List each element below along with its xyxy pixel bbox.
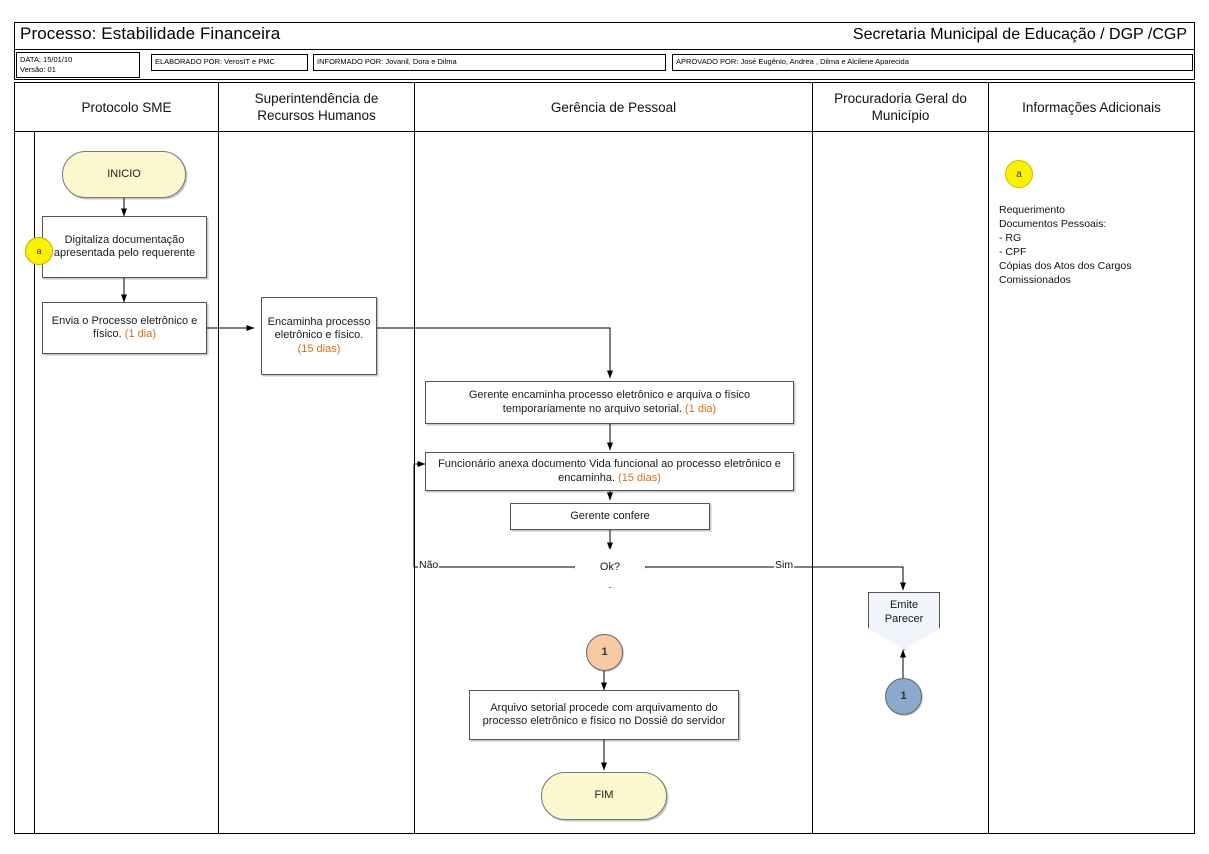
node-encaminha-processo-text: Encaminha processo eletrônico e físico. … [267, 315, 371, 355]
node-funcionario-anexa-text: Funcionário anexa documento Vida funcion… [438, 458, 781, 484]
node-inicio[interactable]: INICIO [62, 151, 186, 198]
connector-blue-1[interactable]: 1 [885, 678, 922, 715]
node-funcionario-anexa[interactable]: Funcionário anexa documento Vida funcion… [425, 452, 794, 491]
edge-label-sim: Sim [774, 559, 795, 571]
meta-date-box: DATA; 15/01/10 Versão: 01 [16, 52, 140, 78]
header-divider [14, 49, 1195, 50]
node-gerente-encaminha[interactable]: Gerente encaminha processo eletrônico e … [425, 381, 794, 424]
lane-title-procuradoria: Procuradoria Geral do Município [834, 91, 967, 123]
lane-divider-2 [414, 82, 415, 834]
node-arquivo-setorial[interactable]: Arquivo setorial procede com arquivament… [469, 690, 739, 740]
node-envia-processo-text: Envia o Processo eletrônico e físico. (1… [51, 314, 198, 341]
edge-label-nao: Não [418, 559, 440, 571]
page-title: Processo: Estabilidade Financeira [20, 24, 281, 43]
lane-frame [14, 82, 1195, 834]
node-encaminha-processo[interactable]: Encaminha processo eletrônico e físico. … [261, 297, 377, 375]
node-envia-processo[interactable]: Envia o Processo eletrônico e físico. (1… [42, 302, 207, 354]
lane-header-divider [14, 131, 1195, 132]
meta-approved-by: APROVADO POR: José Eugênio, Andrea , Dil… [672, 54, 1193, 71]
lane-title-protocolo-sme: Protocolo SME [81, 99, 172, 115]
lane-divider-1 [218, 82, 219, 834]
header-frame [14, 22, 1195, 80]
lane-title-gerencia-pessoal: Gerência de Pessoal [550, 99, 677, 115]
node-digitaliza-documentacao[interactable]: Digitaliza documentação apresentada pelo… [42, 216, 207, 278]
lane-title-superintendencia-rh: Superintendência de Recursos Humanos [254, 91, 379, 123]
organization-label: Secretaria Municipal de Educação / DGP /… [852, 26, 1187, 43]
meta-date: DATA; 15/01/10 [20, 55, 73, 64]
note-badge-a-digitaliza[interactable]: a [25, 237, 53, 265]
lane-divider-3 [812, 82, 813, 834]
lane-divider-4 [988, 82, 989, 834]
meta-elaborated-by: ELABORADO POR: VerosIT e PMC [151, 54, 308, 71]
connector-orange-1[interactable]: 1 [586, 634, 623, 671]
lane-1-inner-rule [34, 131, 35, 834]
node-fim[interactable]: FIM [541, 772, 667, 820]
lane-title-informacoes: Informações Adicionais [1022, 99, 1161, 115]
node-gerente-confere[interactable]: Gerente confere [510, 503, 710, 530]
info-badge-a[interactable]: a [1005, 160, 1033, 188]
meta-version: Versão: 01 [20, 65, 56, 74]
node-gerente-encaminha-text: Gerente encaminha processo eletrônico e … [468, 389, 751, 415]
meta-informed-by: INFORMADO POR: Jovanil, Dora e Dilma [313, 54, 666, 71]
info-additional-text: Requerimento Documentos Pessoais: - RG -… [999, 204, 1132, 286]
